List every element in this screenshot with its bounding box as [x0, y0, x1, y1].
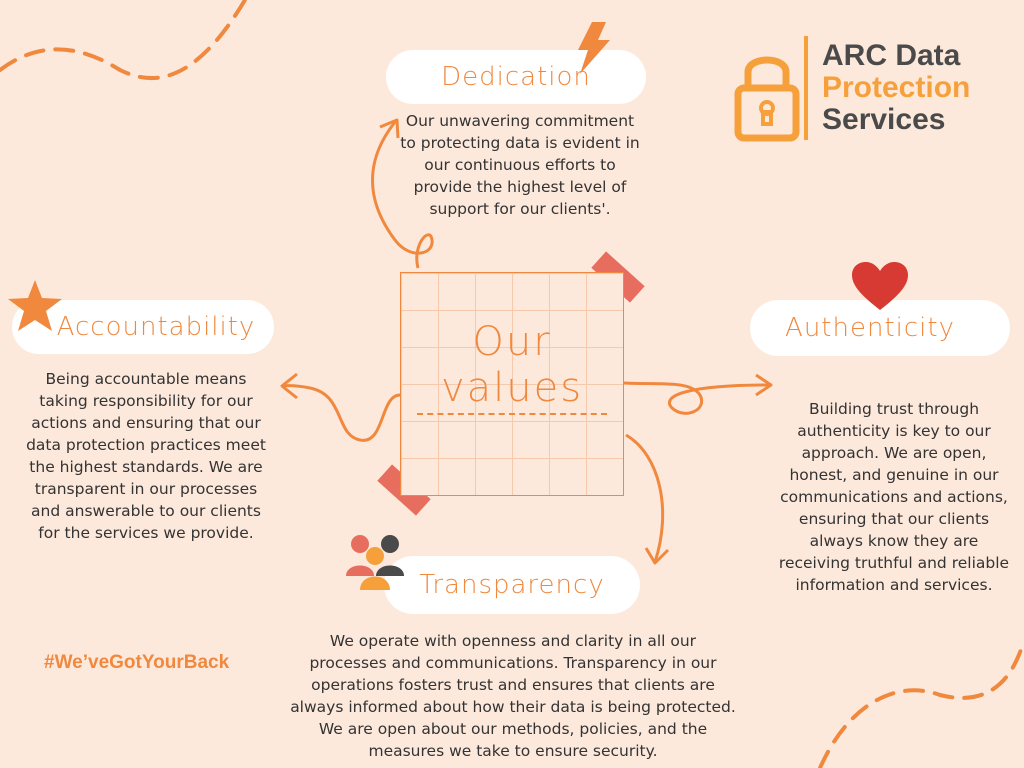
brand-logo: ARC Data Protection Services [734, 36, 994, 146]
dedication-title: Dedication [441, 62, 591, 92]
arrow-head-authenticity [755, 373, 773, 397]
brand-line3: Services [822, 103, 946, 136]
accountability-pill: Accountability [12, 300, 274, 354]
dashed-swirl-bottom-right [818, 638, 1024, 768]
note-title-line2: values [440, 365, 584, 411]
brand-line1: ARC Data [822, 39, 961, 72]
people-group-icon [346, 535, 404, 590]
arrow-to-transparency [625, 433, 665, 563]
hashtag: #We’veGotYourBack [44, 652, 230, 673]
authenticity-text: Building trust through authenticity is k… [778, 400, 1010, 594]
brand-line2: Protection [822, 71, 971, 104]
accountability-text: Being accountable means taking responsib… [26, 370, 266, 542]
transparency-text: We operate with openness and clarity in … [290, 632, 736, 760]
authenticity-title: Authenticity [785, 313, 955, 343]
dashed-swirl-top-left [0, 0, 247, 80]
center-note: Our values [400, 272, 624, 496]
brand-name: ARC Data Protection Services [822, 40, 970, 136]
transparency-pill: Transparency [384, 556, 640, 614]
accountability-title: Accountability [56, 312, 256, 342]
lightning-bolt-icon [578, 22, 610, 74]
arrow-head-transparency [644, 547, 670, 565]
heart-icon [852, 262, 908, 310]
arrow-head-accountability [280, 372, 298, 400]
arrow-to-dedication [371, 121, 434, 269]
brand-divider [804, 36, 808, 140]
transparency-title: Transparency [419, 570, 605, 600]
dedication-text: Our unwavering commitment to protecting … [400, 112, 640, 218]
note-underline [417, 413, 607, 415]
dedication-pill: Dedication [386, 50, 646, 104]
note-title-line1: Our [472, 319, 552, 365]
arrow-to-accountability [281, 384, 401, 442]
padlock-icon [734, 56, 800, 142]
arrow-head-dedication [379, 118, 400, 139]
star-icon [8, 280, 62, 331]
arrow-to-authenticity [623, 381, 771, 415]
